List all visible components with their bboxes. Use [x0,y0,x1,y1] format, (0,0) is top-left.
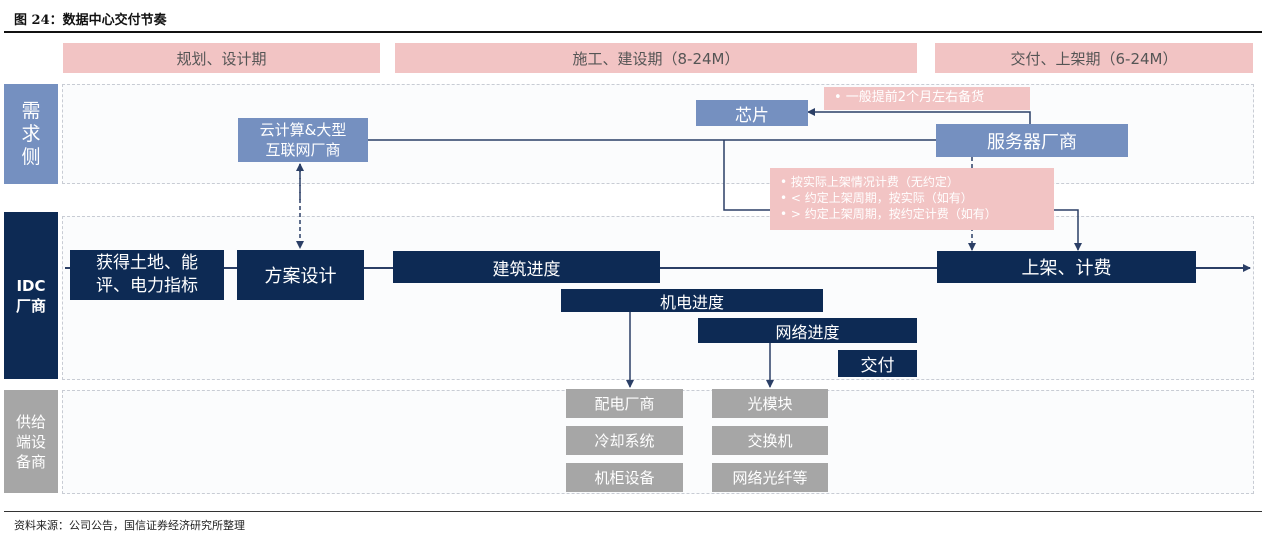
node-label: 机电进度 [659,292,724,312]
mep-progress-node: 机电进度 [561,289,823,312]
node-line: 评、电力指标 [96,276,198,296]
scheme-design-node: 方案设计 [237,250,364,300]
node-line: 互联网厂商 [265,141,341,159]
chip-node: 芯片 [696,100,808,126]
node-label: 交付 [860,356,895,376]
supply-item-fiber: 网络光纤等 [712,463,828,492]
bottom-rule [4,511,1262,512]
supply-label: 交换机 [747,432,793,450]
note-line: • > 约定上架周期，按约定计费（如有） [780,207,997,221]
supply-item-optical-module: 光模块 [712,389,828,418]
phase-construction: 施工、建设期（8-24M） [395,43,917,73]
row-label-supply: 供给 端设 备商 [4,390,58,493]
row-label-line: 备商 [15,452,46,471]
supply-label: 机柜设备 [594,469,655,487]
phase-label: 施工、建设期（8-24M） [572,49,740,68]
construction-progress-node: 建筑进度 [393,251,660,283]
cloud-internet-node: 云计算&大型 互联网厂商 [238,118,368,162]
node-label: 方案设计 [264,266,337,287]
row-label-line: 厂商 [15,296,46,315]
node-line: 获得土地、能 [96,253,198,273]
node-label: 网络进度 [775,322,840,342]
row-label-line: 侧 [21,145,41,168]
phase-delivery: 交付、上架期（6-24M） [935,43,1253,73]
row-label-demand: 需 求 侧 [4,84,58,184]
supply-label: 配电厂商 [594,395,655,413]
chip-lead-note: • 一般提前2个月左右备货 [824,87,1030,110]
supply-label: 光模块 [747,395,793,413]
node-label: 服务器厂商 [987,131,1077,153]
figure-title: 图 24：数据中心交付节奏 [14,13,167,28]
top-rule [4,31,1262,33]
supply-label: 网络光纤等 [732,469,808,487]
supply-item-cabinet: 机柜设备 [566,463,683,492]
node-line: 云计算&大型 [259,121,347,139]
phase-label: 交付、上架期（6-24M） [1010,49,1178,68]
source-note: 资料来源：公司公告，国信证券经济研究所整理 [14,519,245,532]
note-line: • < 约定上架周期，按实际（如有） [780,191,973,205]
node-label: 芯片 [735,105,769,126]
supply-item-power-vendor: 配电厂商 [566,389,683,418]
row-label-line: 端设 [15,432,46,451]
network-progress-node: 网络进度 [698,318,917,343]
phase-label: 规划、设计期 [176,49,267,68]
billing-note: • 按实际上架情况计费（无约定） • < 约定上架周期，按实际（如有） • > … [770,168,1054,230]
racking-billing-node: 上架、计费 [937,251,1196,283]
supply-label: 冷却系统 [594,432,655,450]
server-vendor-node: 服务器厂商 [936,124,1128,157]
node-label: 上架、计费 [1021,258,1112,279]
row-label-line: IDC [16,276,46,295]
supply-item-switch: 交换机 [712,426,828,455]
node-label: 建筑进度 [492,259,561,280]
row-label-idc: IDC 厂商 [4,212,58,379]
delivery-node: 交付 [838,350,917,377]
phase-planning: 规划、设计期 [63,43,380,73]
note-line: • 按实际上架情况计费（无约定） [780,175,959,189]
row-label-line: 求 [21,122,41,145]
supply-item-cooling: 冷却系统 [566,426,683,455]
land-energy-power-node: 获得土地、能 评、电力指标 [70,250,224,300]
row-label-line: 供给 [15,412,46,431]
row-label-line: 需 [21,99,41,122]
note-text: • 一般提前2个月左右备货 [834,90,985,105]
